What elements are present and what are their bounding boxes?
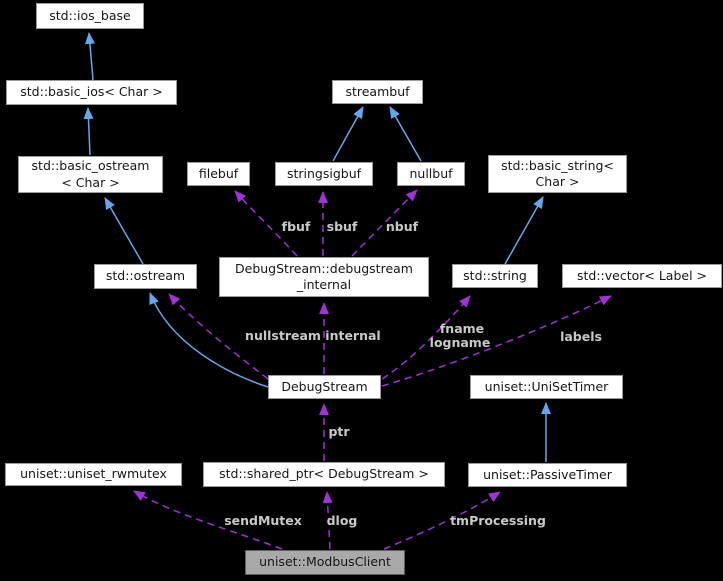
node-std-shared-ptr-debugstream[interactable]: std::shared_ptr< DebugStream >	[203, 462, 445, 487]
edge-inheritance-basicios-iosbase	[84, 32, 95, 81]
edge-inheritance-stringsigbuf-streambuf	[332, 106, 364, 162]
edge-usage-tmprocessing	[383, 491, 501, 550]
edge-label-sbuf: sbuf	[327, 219, 358, 234]
edge-usage-labels	[381, 295, 612, 387]
node-uniset-passivetimer[interactable]: uniset::PassiveTimer	[468, 463, 627, 487]
edge-label-internal: internal	[325, 328, 380, 343]
edge-inheritance-ostream-basicostream	[104, 197, 144, 265]
edge-usage-dlog	[322, 491, 333, 550]
edge-label-ptr: ptr	[328, 424, 350, 439]
edge-label-fname: fname	[440, 321, 484, 336]
node-std-basic-ios[interactable]: std::basic_ios< Char >	[6, 80, 177, 105]
node-debugstream-internal[interactable]: DebugStream::debugstream _internal	[219, 257, 429, 297]
edge-usage-sendmutex	[133, 490, 283, 550]
node-debugstream[interactable]: DebugStream	[268, 375, 381, 399]
node-std-vector-label[interactable]: std::vector< Label >	[562, 264, 722, 288]
edge-usage-nullstream	[168, 293, 269, 380]
edge-inheritance-debugstream-ostream	[149, 292, 269, 388]
node-uniset-unisettimer[interactable]: uniset::UniSetTimer	[470, 375, 623, 399]
edge-inheritance-nullbuf-streambuf	[389, 106, 422, 162]
edge-inheritance-basicostream-basicios	[83, 107, 94, 156]
node-uniset-uniset-rwmutex[interactable]: uniset::uniset_rwmutex	[5, 463, 182, 486]
node-nullbuf[interactable]: nullbuf	[397, 162, 465, 186]
edge-label-logname: logname	[430, 335, 491, 350]
node-uniset-modbusclient[interactable]: uniset::ModbusClient	[245, 550, 405, 575]
node-std-basic-string[interactable]: std::basic_string< Char >	[488, 155, 627, 193]
edge-label-labels: labels	[560, 329, 602, 344]
node-std-string[interactable]: std::string	[452, 264, 538, 288]
node-filebuf[interactable]: filebuf	[187, 162, 250, 186]
edge-label-fbuf: fbuf	[282, 219, 311, 234]
edge-label-nbuf: nbuf	[386, 219, 419, 234]
edge-label-tmprocessing: tmProcessing	[450, 513, 546, 528]
node-stringsigbuf[interactable]: stringsigbuf	[275, 162, 373, 186]
node-std-ios-base[interactable]: std::ios_base	[36, 3, 144, 29]
node-streambuf[interactable]: streambuf	[332, 80, 423, 104]
edge-label-dlog: dlog	[327, 513, 358, 528]
edge-label-nullstream: nullstream	[245, 328, 321, 343]
node-std-basic-ostream[interactable]: std::basic_ostream < Char >	[18, 156, 163, 193]
edge-usage-nbuf	[351, 189, 418, 257]
node-std-ostream[interactable]: std::ostream	[94, 264, 197, 289]
edge-inheritance-string-basicstring	[504, 196, 544, 265]
edge-label-sendmutex: sendMutex	[224, 513, 302, 528]
edge-usage-fname-logname	[381, 295, 471, 380]
